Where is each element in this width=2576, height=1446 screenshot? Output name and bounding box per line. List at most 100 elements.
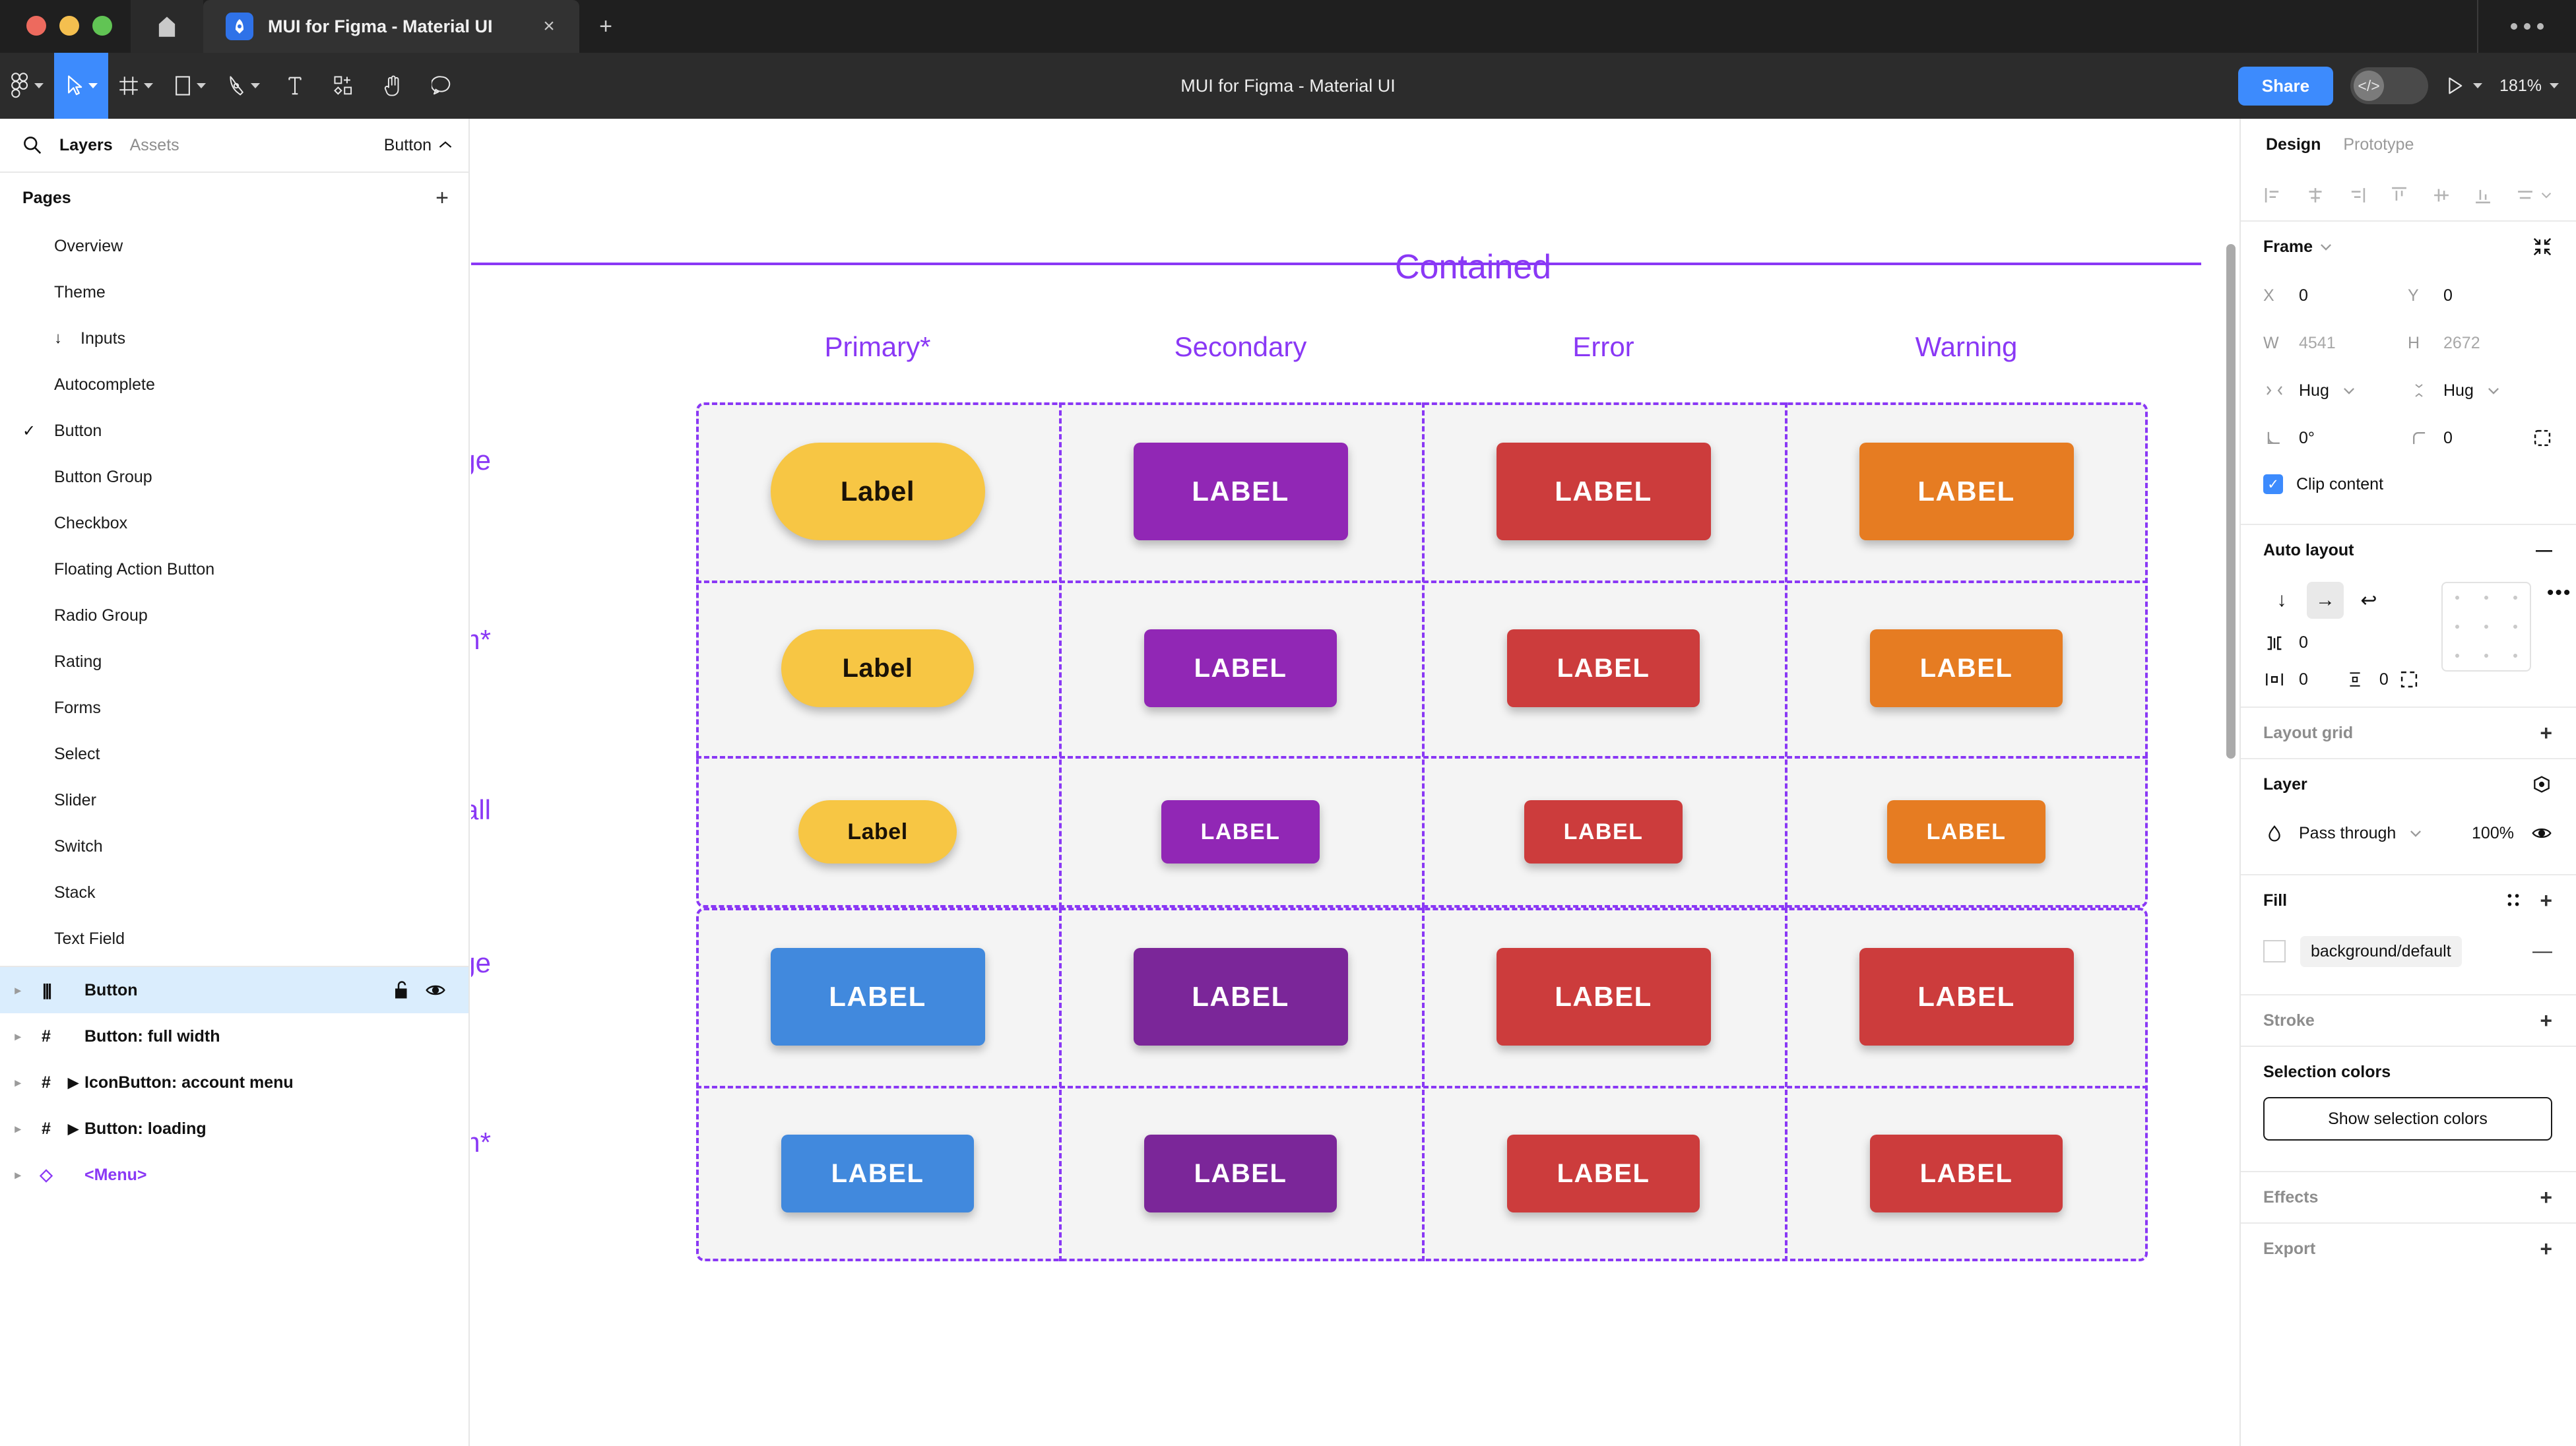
page-item[interactable]: Switch — [0, 823, 468, 869]
variant-button[interactable]: LABEL — [1161, 800, 1320, 864]
page-item[interactable]: Text Field — [0, 916, 468, 962]
fill-style-name[interactable]: background/default — [2300, 935, 2462, 967]
collapse-icon[interactable] — [2532, 237, 2552, 257]
new-tab-button[interactable]: + — [599, 13, 612, 39]
page-item[interactable]: ↓Inputs — [0, 315, 468, 362]
chevron-down-icon[interactable] — [2409, 829, 2422, 838]
page-item[interactable]: Select — [0, 731, 468, 777]
chevron-down-icon[interactable] — [2342, 387, 2356, 395]
variant-button[interactable]: LABEL — [1859, 443, 2074, 540]
page-item[interactable]: Checkbox — [0, 500, 468, 546]
frame-hresize-field[interactable]: Hug — [2263, 381, 2408, 400]
auto-layout-gap-field[interactable]: 0 — [2263, 633, 2419, 652]
layer-row[interactable]: ▸◇<Menu> — [0, 1152, 468, 1198]
design-canvas[interactable]: Contained Primary*SecondaryErrorWarningL… — [471, 119, 2239, 1446]
browser-tab[interactable]: MUI for Figma - Material UI × — [203, 0, 579, 53]
show-selection-colors-button[interactable]: Show selection colors — [2263, 1097, 2552, 1141]
distribute-icon[interactable] — [2515, 185, 2535, 205]
fill-color-swatch[interactable] — [2263, 940, 2286, 962]
clip-content-row[interactable]: ✓ Clip content — [2263, 462, 2552, 507]
tool-frame[interactable] — [108, 53, 164, 119]
layer-row[interactable]: ▸#▶Button: loading — [0, 1106, 468, 1152]
maximize-window-button[interactable] — [92, 16, 112, 36]
add-layout-grid-button[interactable]: + — [2540, 720, 2552, 745]
layer-row[interactable]: ▸#▶IconButton: account menu — [0, 1059, 468, 1106]
direction-horizontal-button[interactable]: → — [2307, 582, 2344, 619]
variant-button[interactable]: Label — [770, 443, 985, 540]
auto-layout-alignment-pad[interactable] — [2441, 582, 2531, 672]
independent-corners-icon[interactable] — [2532, 428, 2552, 448]
canvas-vertical-scrollbar[interactable] — [2226, 244, 2236, 759]
layer-expand-arrow-icon[interactable]: ▶ — [67, 1075, 79, 1090]
frame-vresize-field[interactable]: Hug — [2408, 381, 2552, 400]
home-button[interactable] — [131, 0, 203, 53]
variant-button[interactable]: LABEL — [1507, 1135, 1700, 1212]
eye-icon[interactable] — [2531, 825, 2552, 842]
layer-disclosure-icon[interactable]: ▸ — [15, 1029, 21, 1043]
search-icon[interactable] — [22, 135, 42, 155]
tool-pen[interactable] — [216, 53, 271, 119]
align-horizontal-center-icon[interactable] — [2305, 185, 2325, 205]
tool-text[interactable] — [271, 53, 319, 119]
add-stroke-button[interactable]: + — [2540, 1008, 2552, 1032]
variant-button[interactable]: LABEL — [1887, 800, 2045, 864]
chevron-down-icon[interactable] — [2540, 191, 2552, 199]
eye-icon[interactable] — [425, 982, 446, 999]
variant-button[interactable]: LABEL — [770, 948, 985, 1046]
page-item[interactable]: Radio Group — [0, 592, 468, 639]
layer-disclosure-icon[interactable]: ▸ — [15, 1168, 21, 1181]
remove-fill-button[interactable]: — — [2532, 940, 2552, 962]
align-right-icon[interactable] — [2347, 185, 2367, 205]
variant-button[interactable]: LABEL — [1144, 1135, 1337, 1212]
layer-disclosure-icon[interactable]: ▸ — [15, 983, 21, 997]
browser-menu-button[interactable] — [2477, 0, 2576, 53]
mask-icon[interactable] — [2531, 775, 2552, 794]
align-bottom-icon[interactable] — [2473, 185, 2493, 205]
individual-padding-icon[interactable] — [2399, 670, 2419, 689]
direction-vertical-button[interactable]: ↓ — [2276, 589, 2287, 611]
layer-row[interactable]: ▸|||Button — [0, 967, 468, 1013]
chevron-down-icon[interactable] — [2487, 387, 2500, 395]
page-item[interactable]: Forms — [0, 685, 468, 731]
tab-design[interactable]: Design — [2266, 135, 2321, 154]
tool-shape[interactable] — [164, 53, 216, 119]
page-item[interactable]: Button Group — [0, 454, 468, 500]
close-tab-button[interactable]: × — [543, 15, 555, 37]
zoom-level-control[interactable]: 181% — [2499, 77, 2559, 96]
layer-expand-arrow-icon[interactable]: ▶ — [67, 1121, 79, 1137]
page-item[interactable]: Overview — [0, 223, 468, 269]
variant-button[interactable]: LABEL — [1496, 443, 1711, 540]
variant-button[interactable]: LABEL — [1144, 629, 1337, 707]
variant-button[interactable]: LABEL — [1133, 948, 1348, 1046]
variant-button[interactable]: LABEL — [1870, 629, 2063, 707]
close-window-button[interactable] — [26, 16, 46, 36]
frame-y-field[interactable]: Y 0 — [2408, 286, 2552, 305]
variant-button[interactable]: Label — [798, 800, 957, 864]
tool-move[interactable] — [54, 53, 108, 119]
file-selector[interactable]: Button — [384, 136, 453, 155]
dev-mode-toggle[interactable]: </> — [2350, 67, 2429, 104]
page-item[interactable]: Theme — [0, 269, 468, 315]
add-effect-button[interactable]: + — [2540, 1185, 2552, 1209]
frame-width-field[interactable]: W 4541 — [2263, 334, 2408, 353]
tab-assets[interactable]: Assets — [129, 135, 179, 154]
frame-corner-radius-field[interactable]: 0 — [2408, 428, 2552, 448]
page-item[interactable]: Stack — [0, 869, 468, 916]
style-grid-icon[interactable] — [2504, 891, 2523, 910]
figma-menu-button[interactable] — [0, 53, 54, 119]
remove-auto-layout-button[interactable]: — — [2536, 540, 2552, 559]
minimize-window-button[interactable] — [59, 16, 79, 36]
variant-button[interactable]: LABEL — [1507, 629, 1700, 707]
padding-horizontal-field[interactable]: 0 — [2263, 670, 2308, 689]
frame-height-field[interactable]: H 2672 — [2408, 334, 2552, 353]
page-item[interactable]: Autocomplete — [0, 362, 468, 408]
clip-content-checkbox[interactable]: ✓ — [2263, 474, 2283, 494]
align-top-icon[interactable] — [2389, 185, 2409, 205]
add-page-button[interactable]: + — [435, 185, 449, 210]
frame-rotation-field[interactable]: 0° — [2263, 429, 2408, 448]
unlock-icon[interactable] — [393, 980, 410, 1000]
tool-resources[interactable] — [319, 53, 368, 119]
variant-button[interactable]: LABEL — [1133, 443, 1348, 540]
tool-comment[interactable] — [417, 53, 466, 119]
frame-x-field[interactable]: X 0 — [2263, 286, 2408, 305]
